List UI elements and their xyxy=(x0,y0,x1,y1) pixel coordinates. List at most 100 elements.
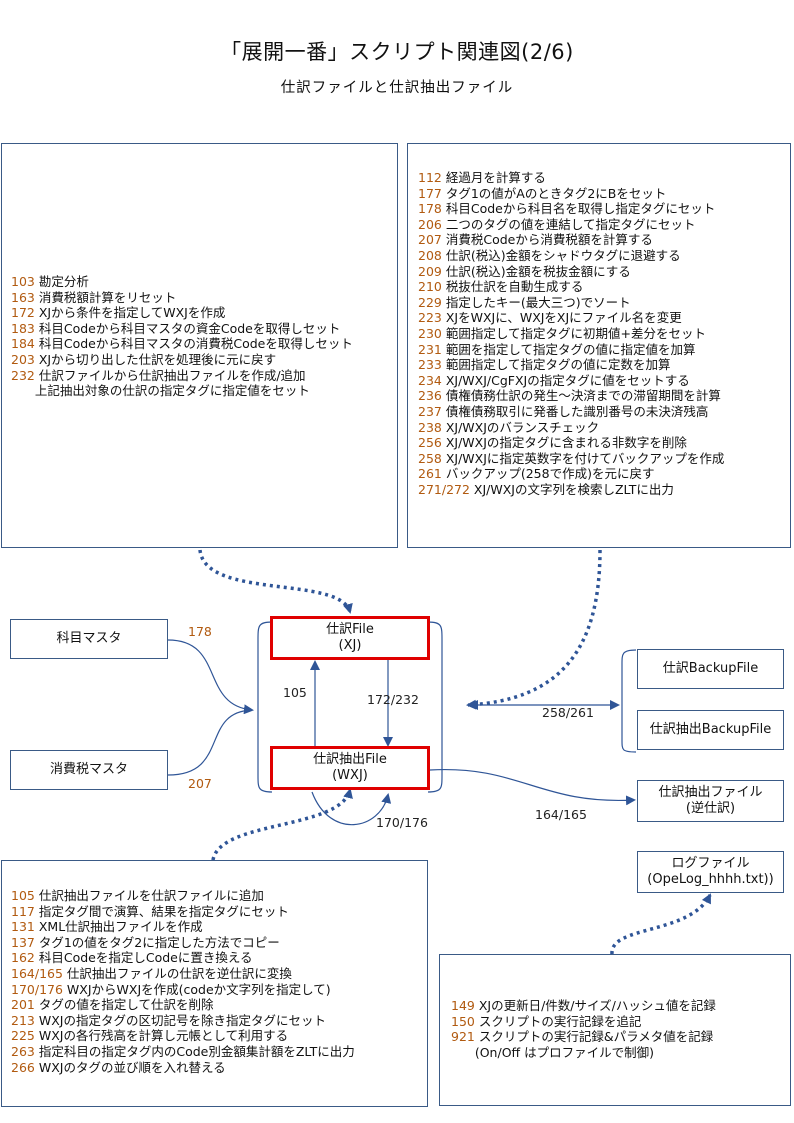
chushutsu-file-node: 仕訳抽出File (WXJ) xyxy=(270,746,430,790)
script-description: 範囲を指定して指定タグの値に指定値を加算 xyxy=(445,341,696,357)
edge-label-258-261: 258/261 xyxy=(542,705,594,720)
script-description: XJの更新日/件数/サイズ/ハッシュ値を記録 xyxy=(478,998,716,1013)
shiwake-file-node: 仕訳File (XJ) xyxy=(270,616,430,660)
script-description: 指定科目の指定タグ内のCode別金額集計額をZLTに出力 xyxy=(38,1043,355,1059)
script-number: 184 xyxy=(11,336,35,352)
list-item: 258 XJ/WXJに指定英数字を付けてバックアップを作成 xyxy=(418,451,724,467)
edge-label-105: 105 xyxy=(283,685,307,700)
script-number: 234 xyxy=(418,372,442,388)
backup-file-label: 仕訳BackupFile xyxy=(662,661,759,676)
script-number: 233 xyxy=(418,357,442,373)
script-number: 263 xyxy=(11,1043,35,1059)
backup-file-node: 仕訳BackupFile xyxy=(637,649,784,689)
edge-kamoku-master xyxy=(167,639,254,715)
list-item: 112 経過月を計算する xyxy=(418,170,724,186)
list-item: 921 スクリプトの実行記録&パラメタ値を記録 xyxy=(451,1029,716,1045)
script-description: 消費税額計算をリセット xyxy=(38,289,177,305)
list-item: 229 指定したキー(最大三つ)でソート xyxy=(418,295,724,311)
list-item: 203 XJから切り出した仕訳を処理後に元に戻す xyxy=(11,352,353,368)
shohizei-master-label: 消費税マスタ xyxy=(49,762,128,777)
script-number: 150 xyxy=(451,1013,475,1029)
script-description: 仕訳(税込)金額をシャドウタグに退避する xyxy=(445,247,681,263)
script-number: 225 xyxy=(11,1028,35,1044)
dotted-arrow-bottom-right xyxy=(610,893,712,955)
script-description: XJから切り出した仕訳を処理後に元に戻す xyxy=(38,351,277,367)
script-description: タグ1の値がAのときタグ2にBをセット xyxy=(445,185,667,201)
script-number: 266 xyxy=(11,1059,35,1075)
top-right-box xyxy=(407,143,791,548)
script-number: 231 xyxy=(418,341,442,357)
list-item: (On/Off はプロファイルで制御) xyxy=(451,1045,716,1061)
script-description: XJをWXJに、WXJをXJにファイル名を変更 xyxy=(445,310,682,326)
dotted-arrow-bottom-left xyxy=(211,788,353,861)
shiwake-file-label: 仕訳File xyxy=(326,622,374,637)
script-description: スクリプトの実行記録を追記 xyxy=(478,1013,642,1029)
script-number: 201 xyxy=(11,997,35,1013)
script-number: 178 xyxy=(418,201,442,217)
chushutsu-backup-file-label: 仕訳抽出BackupFile xyxy=(649,722,772,737)
script-number: 271/272 xyxy=(418,481,470,497)
script-number: 238 xyxy=(418,419,442,435)
script-number: 163 xyxy=(11,289,35,305)
script-description: WXJのタグの並び順を入れ替える xyxy=(38,1059,226,1075)
edge-164-165 xyxy=(429,768,636,806)
chushutsu-backup-file-node: 仕訳抽出BackupFile xyxy=(637,710,784,750)
list-item: 209 仕訳(税込)金額を税抜金額にする xyxy=(418,264,724,280)
script-number: 229 xyxy=(418,294,442,310)
script-description: 範囲指定して指定タグの値に定数を加算 xyxy=(445,357,671,373)
script-number: 210 xyxy=(418,279,442,295)
list-item: 236 債権債務仕訳の発生～決済までの滞留期間を計算 xyxy=(418,388,724,404)
script-number: 256 xyxy=(418,435,442,451)
chushutsu-file-label: 仕訳抽出File xyxy=(313,752,387,767)
edge-label-164-165: 164/165 xyxy=(535,807,587,822)
list-item: 170/176 WXJからWXJを作成(codeか文字列を指定して) xyxy=(11,982,355,998)
log-file-node: ログファイル (OpeLog_hhhh.txt)) xyxy=(637,851,784,893)
script-description: WXJからWXJを作成(codeか文字列を指定して) xyxy=(66,981,331,997)
script-description: 消費税Codeから消費税額を計算する xyxy=(445,232,653,248)
list-item: 150 スクリプトの実行記録を追記 xyxy=(451,1014,716,1030)
list-item: 266 WXJのタグの並び順を入れ替える xyxy=(11,1060,355,1076)
list-item: 149 XJの更新日/件数/サイズ/ハッシュ値を記録 xyxy=(451,998,716,1014)
list-item: 206 二つのタグの値を連結して指定タグにセット xyxy=(418,217,724,233)
list-item: 261 バックアップ(258で作成)を元に戻す xyxy=(418,466,724,482)
script-description: タグの値を指定して仕訳を削除 xyxy=(38,997,214,1013)
script-number: 112 xyxy=(418,170,442,185)
reverse-file-sublabel: (逆仕訳) xyxy=(685,801,736,816)
list-item: 164/165 仕訳抽出ファイルの仕訳を逆仕訳に変換 xyxy=(11,966,355,982)
script-number: 206 xyxy=(418,216,442,232)
left-bracket xyxy=(257,621,273,793)
script-number: 213 xyxy=(11,1012,35,1028)
script-description: スクリプトの実行記録&パラメタ値を記録 xyxy=(478,1029,714,1045)
list-item: 上記抽出対象の仕訳の指定タグに指定値をセット xyxy=(11,383,353,399)
page-subtitle: 仕訳ファイルと仕訳抽出ファイル xyxy=(280,80,514,96)
script-description: 二つのタグの値を連結して指定タグにセット xyxy=(445,216,696,232)
script-description: XJ/WXJの指定タグに含まれる非数字を削除 xyxy=(445,435,687,451)
edge-shohizei-master xyxy=(167,709,253,776)
script-description: バックアップ(258で作成)を元に戻す xyxy=(445,466,655,482)
script-number: 164/165 xyxy=(11,965,63,981)
list-item: 103 勘定分析 xyxy=(11,274,353,290)
script-number: 921 xyxy=(451,1029,475,1045)
script-description: 指定したキー(最大三つ)でソート xyxy=(445,294,631,310)
script-description: XJ/WXJに指定英数字を付けてバックアップを作成 xyxy=(445,450,725,466)
script-description: (On/Off はプロファイルで制御) xyxy=(474,1044,654,1060)
reverse-file-node: 仕訳抽出ファイル (逆仕訳) xyxy=(637,780,784,822)
list-item: 137 タグ1の値をタグ2に指定した方法でコピー xyxy=(11,935,355,951)
script-description: 範囲指定して指定タグに初期値+差分をセット xyxy=(445,325,706,341)
list-item: 172 XJから条件を指定してWXJを作成 xyxy=(11,305,353,321)
script-number: 223 xyxy=(418,310,442,326)
script-number: 208 xyxy=(418,247,442,263)
list-item: 230 範囲指定して指定タグに初期値+差分をセット xyxy=(418,326,724,342)
dotted-arrow-top-right xyxy=(466,549,602,710)
chushutsu-file-sublabel: (WXJ) xyxy=(332,768,368,783)
script-number: 258 xyxy=(418,450,442,466)
bottom-left-box xyxy=(1,860,428,1107)
script-description: 上記抽出対象の仕訳の指定タグに指定値をセット xyxy=(34,383,310,399)
list-item: 234 XJ/WXJ/CgFXJの指定タグに値をセットする xyxy=(418,373,724,389)
script-description: 仕訳(税込)金額を税抜金額にする xyxy=(445,263,631,279)
script-description: 仕訳ファイルから仕訳抽出ファイルを作成/追加 xyxy=(38,367,306,383)
script-number: 209 xyxy=(418,263,442,279)
list-item: 210 税抜仕訳を自動生成する xyxy=(418,279,724,295)
